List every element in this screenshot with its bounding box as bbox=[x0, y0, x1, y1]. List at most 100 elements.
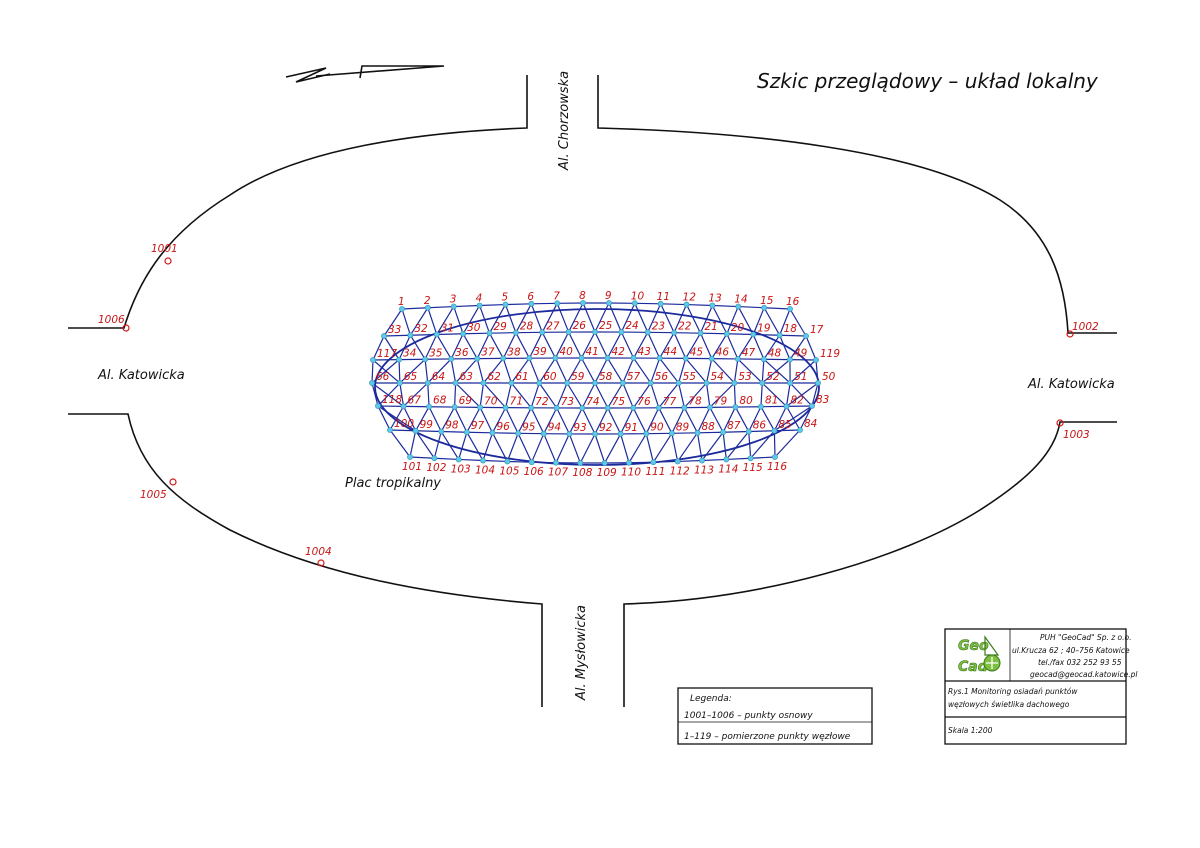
mesh-bar bbox=[556, 303, 570, 333]
mesh-bar bbox=[371, 359, 374, 384]
mesh-bar bbox=[701, 458, 727, 462]
skylight-node bbox=[554, 300, 561, 307]
mesh-bar bbox=[409, 307, 429, 336]
mesh-bar bbox=[554, 357, 568, 384]
mesh-bar bbox=[773, 406, 788, 432]
company-name: PUH "GeoCad" Sp. z o.o. bbox=[1040, 633, 1131, 642]
skylight-node bbox=[697, 330, 704, 337]
skylight-node bbox=[422, 356, 429, 363]
control-point-marker bbox=[169, 478, 177, 486]
sketch-title: Szkic przeglądowy – układ lokalny bbox=[757, 69, 1099, 93]
mesh-bar bbox=[530, 303, 543, 333]
skylight-node bbox=[480, 380, 487, 386]
node-label: 93 bbox=[573, 422, 586, 434]
mesh-bar bbox=[811, 382, 819, 407]
mesh-bar bbox=[659, 332, 675, 359]
mesh-bar bbox=[712, 304, 739, 308]
skylight-node bbox=[552, 355, 559, 361]
mesh-bar bbox=[685, 358, 707, 384]
drawing-scale: Skala 1:200 bbox=[948, 726, 993, 735]
node-label: 10 bbox=[631, 290, 645, 302]
node-label: 52 bbox=[766, 371, 780, 383]
node-label: 55 bbox=[683, 371, 697, 383]
node-label: 62 bbox=[488, 371, 502, 383]
node-label: 43 bbox=[638, 346, 651, 358]
mesh-bar bbox=[515, 303, 532, 333]
skylight-node bbox=[424, 380, 431, 386]
mesh-bar bbox=[488, 332, 504, 359]
mesh-bar bbox=[466, 431, 493, 434]
node-label: 89 bbox=[676, 421, 690, 433]
control-point-marker bbox=[1066, 330, 1074, 338]
mesh-bar bbox=[677, 432, 698, 462]
mesh-bar bbox=[581, 407, 596, 435]
skylight-node bbox=[813, 357, 819, 363]
mesh-bar bbox=[660, 303, 687, 306]
mesh-bar bbox=[673, 304, 688, 333]
skylight-rim bbox=[374, 308, 820, 466]
mesh-bar bbox=[427, 305, 454, 309]
mesh-bar bbox=[753, 333, 780, 336]
control-point-label: 1002 bbox=[1072, 321, 1099, 333]
mesh-bar bbox=[399, 358, 426, 384]
node-label: 40 bbox=[559, 346, 573, 358]
mesh-bar bbox=[733, 382, 737, 408]
mesh-bar bbox=[505, 407, 519, 434]
mesh-bar bbox=[677, 459, 703, 463]
skylight-node bbox=[681, 404, 688, 411]
skylight-node bbox=[731, 380, 738, 386]
mesh-bar bbox=[502, 358, 512, 384]
mesh-bar bbox=[726, 306, 739, 335]
street-label-east: Al. Katowicka bbox=[1027, 377, 1115, 392]
node-label: 110 bbox=[621, 467, 641, 479]
node-label: 92 bbox=[599, 422, 613, 434]
company-address: ul.Krucza 62 ; 40–756 Katowice bbox=[1012, 646, 1130, 655]
skylight-node bbox=[474, 355, 481, 362]
skylight-node bbox=[655, 404, 662, 411]
mesh-bar bbox=[483, 358, 504, 384]
node-label: 75 bbox=[612, 396, 626, 408]
skylight-node bbox=[759, 380, 766, 386]
mesh-bar bbox=[785, 382, 791, 407]
skylight-node bbox=[776, 332, 783, 339]
mesh-bar bbox=[458, 432, 468, 460]
node-label: 70 bbox=[484, 395, 498, 407]
mesh-bar bbox=[566, 357, 582, 384]
node-label: 74 bbox=[586, 396, 599, 408]
mesh-bar bbox=[594, 357, 609, 384]
mesh-bar bbox=[722, 406, 736, 433]
skylight-node bbox=[592, 431, 598, 437]
mesh-bar bbox=[607, 357, 624, 384]
node-label: 109 bbox=[597, 467, 617, 479]
mesh-bar bbox=[436, 333, 464, 336]
mesh-bar bbox=[424, 334, 438, 360]
mesh-bar bbox=[786, 382, 819, 407]
skylight-node bbox=[579, 405, 586, 411]
control-point-label: 1006 bbox=[98, 314, 125, 326]
skylight-node bbox=[618, 329, 625, 335]
skylight-node bbox=[626, 459, 632, 466]
skylight-node bbox=[683, 301, 690, 308]
skylight-node bbox=[526, 355, 533, 362]
skylight-node bbox=[476, 302, 483, 309]
mesh-bar bbox=[632, 382, 652, 409]
node-label: 26 bbox=[573, 320, 587, 332]
skylight-node bbox=[515, 430, 522, 437]
control-point-label: 1004 bbox=[305, 546, 332, 558]
mesh-bar bbox=[491, 432, 508, 462]
title-block: Geo Cad PUH "GeoCad" Sp. z o.o. ul.Krucz… bbox=[944, 628, 1138, 745]
control-point-marker bbox=[1056, 419, 1064, 427]
node-label: 82 bbox=[790, 394, 804, 406]
mesh-bar bbox=[774, 429, 801, 432]
skylight-node bbox=[375, 403, 381, 409]
mesh-bar bbox=[737, 334, 754, 360]
mesh-bar bbox=[377, 382, 401, 407]
mesh-bar bbox=[779, 334, 807, 337]
node-label: 105 bbox=[499, 465, 519, 477]
skylight-node bbox=[463, 429, 470, 436]
mesh-bar bbox=[398, 359, 401, 384]
skylight-node bbox=[783, 403, 790, 410]
street-label-south: Al. Mysłowicka bbox=[574, 605, 589, 701]
skylight-node bbox=[723, 330, 730, 337]
mesh-bar bbox=[652, 433, 673, 463]
